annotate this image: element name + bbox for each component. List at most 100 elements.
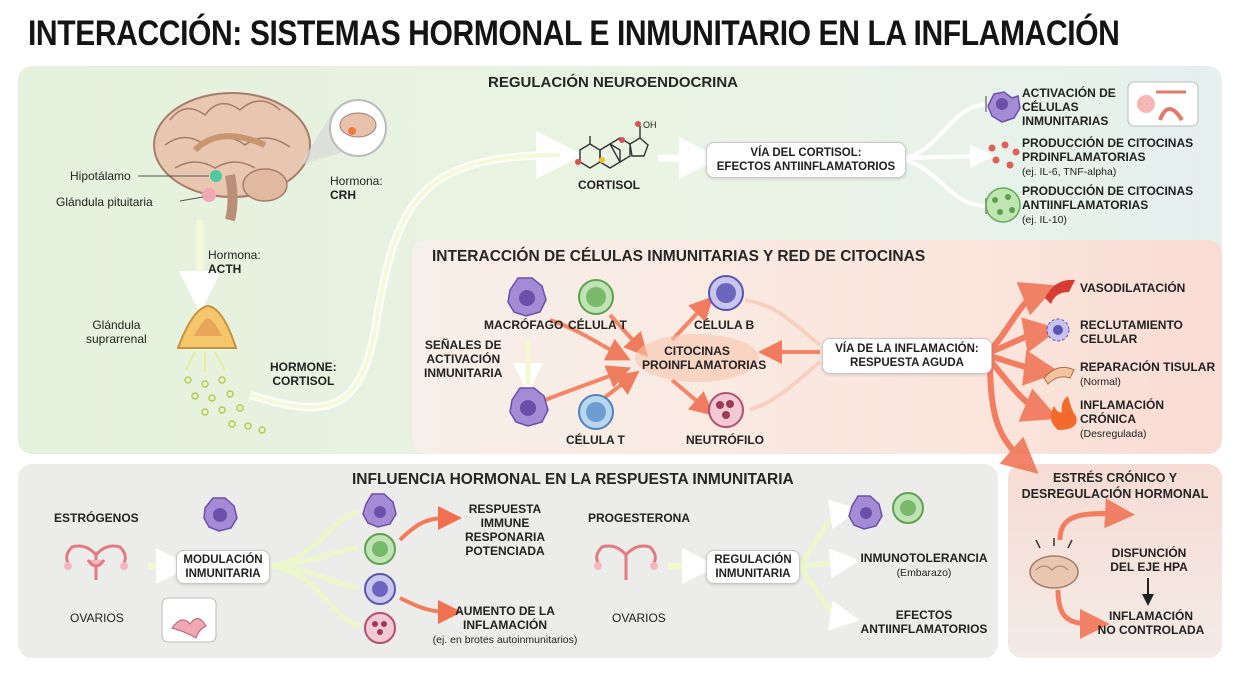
vasodilation-icon <box>1045 279 1075 304</box>
cytokines-line2: PROINFLAMATORIAS <box>642 358 767 372</box>
adrenal-line2: suprarrenal <box>86 332 147 346</box>
stress-header-line2: DESREGULACIÓN HORMONAL <box>1021 487 1209 501</box>
out2-line3: (ej. IL-6, TNF-alpha) <box>1022 166 1117 178</box>
vasodilation-label: VASODILATACIÓN <box>1080 281 1186 295</box>
out1-line1: ACTIVACIÓN DE <box>1022 86 1116 100</box>
cortisol-molecule-label: CORTISOL <box>578 178 640 192</box>
out2-line1: PRODUCCIÓN DE CITOCINAS <box>1022 136 1194 150</box>
chronic-line2: CRÓNICA <box>1080 412 1136 426</box>
increase-line2: INFLAMACIÓN <box>463 618 547 632</box>
stress-header: ESTRÉS CRÓNICO Y DESREGULACIÓN HORMONAL <box>1010 470 1220 502</box>
immunotolerance-label: INMUNOTOLERANCIA (Embarazo) <box>856 551 992 580</box>
chronic-line1: INFLAMACIÓN <box>1080 398 1164 412</box>
progesterone-label: PROGESTERONA <box>588 511 691 525</box>
brain-illustration <box>138 92 311 222</box>
uncontrolled-line2: NO CONTROLADA <box>1097 623 1205 637</box>
t-cell-icon <box>578 279 614 315</box>
out1-line2: CÉLULAS <box>1022 100 1079 114</box>
cortisol-hormone-label: HORMONE:CORTISOL <box>270 360 337 388</box>
b-cell-icon <box>708 275 744 311</box>
t-cell-label: CÉLULA T <box>568 318 627 332</box>
pituitary-label: Glándula pituitaria <box>56 195 153 209</box>
tolerance-line1: INMUNOTOLERANCIA <box>860 551 988 565</box>
flame-icon <box>1050 396 1077 430</box>
ovaries-1-label: OVARIOS <box>70 611 124 625</box>
recruitment-line1: RECLUTAMIENTO <box>1080 318 1183 332</box>
estrogens-label: ESTRÓGENOS <box>54 511 139 525</box>
effects-line1: EFECTOS <box>895 608 953 622</box>
macrophage-icon <box>507 277 547 317</box>
stress-header-line1: ESTRÉS CRÓNICO Y <box>1052 471 1178 485</box>
signals-line1: SEÑALES DE <box>424 338 502 352</box>
pituitary-icon <box>202 188 216 202</box>
signals-line2: ACTIVACIÓN <box>426 352 501 366</box>
tissue-repair-icon <box>1043 366 1075 385</box>
crh-line1: Hormona: <box>330 174 383 188</box>
macrophage-label: MACRÓFAGO <box>484 318 564 332</box>
crh-line2: CRH <box>330 188 356 202</box>
cell-recruitment-icon <box>1046 318 1070 342</box>
neutrophil-icon <box>708 392 744 428</box>
stressed-brain-icon <box>1029 538 1079 589</box>
acth-label: Hormona:ACTH <box>208 248 261 276</box>
signals-line3: INMUNITARIA <box>424 366 503 380</box>
uncontrolled-line1: INFLAMACIÓN <box>1109 609 1193 623</box>
immune-header: INTERACCIÓN DE CÉLULAS INMUNITARIAS Y RE… <box>432 248 926 265</box>
oh-label: OH <box>643 120 657 130</box>
out3-line2: ANTIINFLAMATORIAS <box>1022 198 1149 212</box>
recruitment-line2: CELULAR <box>1080 332 1138 346</box>
inflammation-pathway-line2: RESPUESTA AGUDA <box>850 357 964 369</box>
inflammation-pathway-box: VÍA DE LA INFLAMACIÓN:RESPUESTA AGUDA <box>822 338 992 374</box>
b-cell-label: CÉLULA B <box>694 318 755 332</box>
immune-cell-activation-icon <box>987 91 1021 123</box>
hypothalamus-label: Hipotálamo <box>70 169 131 183</box>
neuro-header: REGULACIÓN NEUROENDOCRINA <box>488 74 739 91</box>
acth-line2: ACTH <box>208 262 242 276</box>
tolerance-line2: (Embarazo) <box>896 567 952 579</box>
hpa-line1: DISFUNCIÓN <box>1111 546 1187 560</box>
regulation-line1: REGULACIÓN <box>714 554 792 566</box>
cortisol-hormone-line2: CORTISOL <box>272 374 335 388</box>
ovaries-icon-1 <box>65 544 127 580</box>
increase-line3: (ej. en brotes autoinmunitarios) <box>432 634 578 646</box>
response-line4: POTENCIADA <box>465 544 545 558</box>
ovaries-icon-2 <box>595 544 657 580</box>
effects-line2: ANTIINFLAMATORIOS <box>860 622 988 636</box>
ovaries-2-label: OVARIOS <box>612 611 666 625</box>
repair-line1: REPARACIÓN TISULAR <box>1080 360 1216 374</box>
acth-line1: Hormona: <box>208 248 261 262</box>
repair-line2: (Normal) <box>1080 376 1121 388</box>
tissue-repair-label: REPARACIÓN TISULAR (Normal) <box>1080 360 1215 389</box>
page-title: INTERACCIÓN: SISTEMAS HORMONAL E INMUNIT… <box>28 14 1120 53</box>
modulation-line1: MODULACIÓN <box>183 554 263 566</box>
hpa-line2: DEL EJE HPA <box>1110 560 1188 574</box>
cortisol-pathway-box: VÍA DEL CORTISOL:EFECTOS ANTIINFLAMATORI… <box>706 142 906 178</box>
crh-label: Hormona:CRH <box>330 174 383 202</box>
increase-line1: AUMENTO DE LA <box>455 604 555 618</box>
response-line3: RESPONARIA <box>464 530 545 544</box>
cortisol-hormone-line1: HORMONE: <box>270 360 337 374</box>
out1-line3: INMUNITARIAS <box>1022 114 1109 128</box>
autoimmune-inset-icon <box>161 597 217 643</box>
proinflammatory-cytokines-icon <box>988 141 1020 169</box>
out3-line1: PRODUCCIÓN DE CITOCINAS <box>1022 184 1194 198</box>
hypothalamus-icon <box>210 170 222 182</box>
cortisol-molecule-icon <box>579 126 649 169</box>
t-cell-2-icon <box>578 394 614 430</box>
tolerance-cells-icon <box>848 492 924 530</box>
antiinflammatory-cytokines-icon <box>985 187 1021 223</box>
